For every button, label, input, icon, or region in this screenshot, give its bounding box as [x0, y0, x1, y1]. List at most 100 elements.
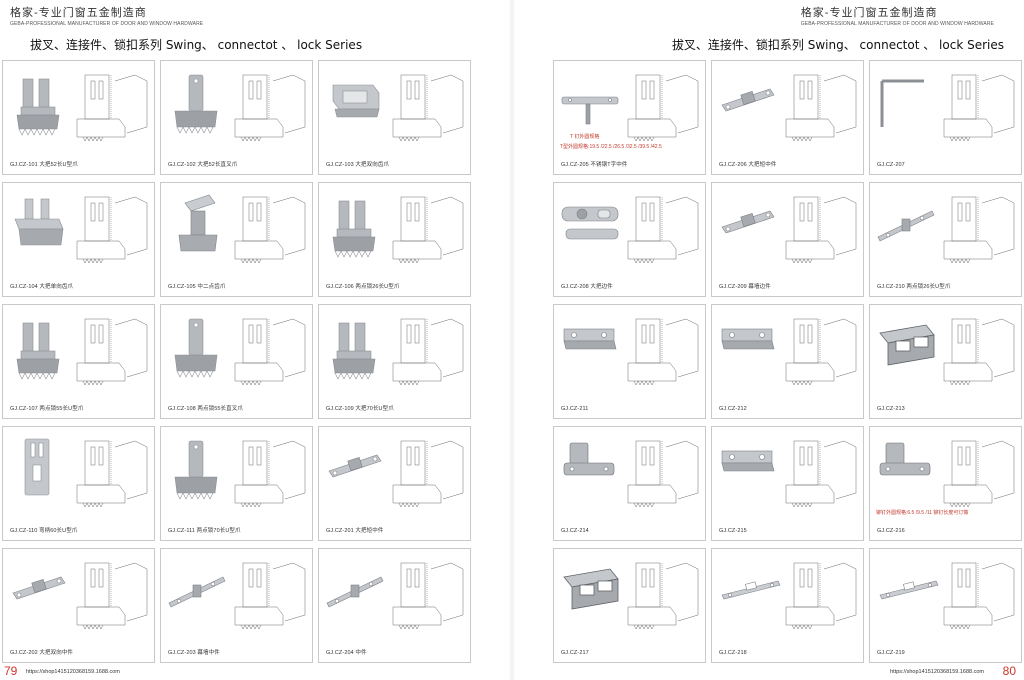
brand-header: 格家-专业门窗五金制造商 GEBA-PROFESSIONAL MANUFACTU…: [801, 4, 994, 27]
spec-note-label: T 钉外圆规格: [570, 134, 600, 140]
product-card[interactable]: GJ.CZ-204 中件: [318, 548, 471, 663]
product-card[interactable]: GJ.CZ-108 两点锁55长直叉爪: [160, 304, 313, 419]
product-card[interactable]: GJ.CZ-213: [869, 304, 1022, 419]
page-gutter: [509, 0, 515, 680]
product-card[interactable]: T 钉外圆规格 T型外圆规格:19.5 /22.5 /26.5 /32.5 /39…: [553, 60, 706, 175]
brand-name-en: GEBA-PROFESSIONAL MANUFACTURER OF DOOR A…: [800, 21, 994, 27]
product-code: GJ.CZ-102 大把52长直叉爪: [168, 162, 238, 168]
product-card[interactable]: GJ.CZ-207: [869, 60, 1022, 175]
connector-rail-icon: [326, 562, 464, 630]
product-code: GJ.CZ-214: [561, 528, 589, 534]
connector-rail-icon: [877, 196, 1015, 264]
brand-name-en: GEBA-PROFESSIONAL MANUFACTURER OF DOOR A…: [10, 21, 204, 27]
product-card[interactable]: 铆钉外圆规格:6.5 /9.5 /11 铆钉长度可订做 GJ.CZ-216: [869, 426, 1022, 541]
spec-note: 铆钉外圆规格:6.5 /9.5 /11 铆钉长度可订做: [876, 510, 969, 516]
product-card[interactable]: GJ.CZ-209 幕墙边件: [711, 182, 864, 297]
product-card[interactable]: GJ.CZ-106 两点锁26长U型爪: [318, 182, 471, 297]
product-code: GJ.CZ-107 两点锁55长U型爪: [10, 406, 84, 412]
single-claw-icon: [14, 196, 148, 264]
product-card[interactable]: GJ.CZ-219: [869, 548, 1022, 663]
spec-note: T型外圆规格:19.5 /22.5 /26.5 /32.5 /39.5 /42.…: [560, 144, 662, 150]
product-code: GJ.CZ-105 中二点齿爪: [168, 284, 226, 290]
product-card[interactable]: GJ.CZ-111 两点锁70长U型爪: [160, 426, 313, 541]
product-card[interactable]: GJ.CZ-206 大把短中件: [711, 60, 864, 175]
comb-claw-u-icon: [16, 74, 148, 142]
product-code: GJ.CZ-208 大把边件: [561, 284, 613, 290]
product-card[interactable]: GJ.CZ-210 两点锁26长U型爪: [869, 182, 1022, 297]
edge-piece-icon: [561, 196, 699, 264]
product-card[interactable]: GJ.CZ-109 大把70长U型爪: [318, 304, 471, 419]
comb-claw-straight-icon: [174, 74, 306, 142]
strike-plate-icon: [721, 562, 857, 630]
double-claw-icon: [332, 74, 464, 142]
lock-block-icon: [721, 440, 857, 508]
product-code: GJ.CZ-104 大把单向齿爪: [10, 284, 74, 290]
product-card[interactable]: GJ.CZ-105 中二点齿爪: [160, 182, 313, 297]
product-card[interactable]: GJ.CZ-103 大把双向齿爪: [318, 60, 471, 175]
product-code: GJ.CZ-204 中件: [326, 650, 367, 656]
brand-name-cn: 格家-专业门窗五金制造商: [10, 6, 147, 19]
product-code: GJ.CZ-211: [561, 406, 589, 412]
brand-header: 格家-专业门窗五金制造商 GEBA-PROFESSIONAL MANUFACTU…: [10, 4, 203, 27]
product-card[interactable]: GJ.CZ-202 大把双向中件: [2, 548, 155, 663]
product-code: GJ.CZ-210 两点锁26长U型爪: [877, 284, 951, 290]
product-code: GJ.CZ-219: [877, 650, 905, 656]
product-code: GJ.CZ-215: [719, 528, 747, 534]
keeper-plate-icon: [879, 440, 1015, 508]
product-code: GJ.CZ-212: [719, 406, 747, 412]
section-heading: 拔叉、连接件、锁扣系列 Swing、 connectot 、 lock Seri…: [671, 38, 1004, 52]
page-number: 79: [4, 664, 18, 678]
product-code: GJ.CZ-213: [877, 406, 905, 412]
mid-claw-icon: [178, 194, 306, 264]
product-card[interactable]: GJ.CZ-215: [711, 426, 864, 541]
connector-rail-icon: [168, 562, 306, 630]
connector-bar-icon: [12, 562, 148, 630]
page-number: 80: [1002, 664, 1016, 678]
product-code: GJ.CZ-209 幕墙边件: [719, 284, 771, 290]
product-card[interactable]: GJ.CZ-218: [711, 548, 864, 663]
connector-bar-icon: [721, 74, 857, 142]
product-code: GJ.CZ-110 弯柄60长U型爪: [10, 528, 78, 534]
product-code: GJ.CZ-202 大把双向中件: [10, 650, 74, 656]
box-keeper-icon: [879, 318, 1015, 386]
product-card[interactable]: GJ.CZ-104 大把单向齿爪: [2, 182, 155, 297]
comb-claw-u-icon: [332, 318, 464, 386]
product-grid: T 钉外圆规格 T型外圆规格:19.5 /22.5 /26.5 /32.5 /39…: [553, 60, 1022, 663]
comb-claw-straight-icon: [174, 440, 306, 508]
lock-block-icon: [563, 318, 699, 386]
product-code: GJ.CZ-109 大把70长U型爪: [326, 406, 394, 412]
product-code: GJ.CZ-205 不锈钢T字中件: [561, 162, 628, 168]
product-code: GJ.CZ-103 大把双向齿爪: [326, 162, 390, 168]
comb-claw-straight-icon: [174, 318, 306, 386]
shop-url[interactable]: https://shop1415120368159.1688.com: [890, 669, 984, 675]
product-code: GJ.CZ-201 大把短中件: [326, 528, 384, 534]
product-card[interactable]: GJ.CZ-107 两点锁55长U型爪: [2, 304, 155, 419]
product-card[interactable]: GJ.CZ-201 大把短中件: [318, 426, 471, 541]
product-card[interactable]: GJ.CZ-214: [553, 426, 706, 541]
connector-bar-icon: [721, 196, 857, 264]
comb-claw-u-icon: [332, 196, 464, 264]
keeper-plate-icon: [563, 440, 699, 508]
product-card[interactable]: GJ.CZ-203 幕墙中件: [160, 548, 313, 663]
connector-bar-icon: [328, 440, 464, 508]
section-heading: 拔叉、连接件、锁扣系列 Swing、 connectot 、 lock Seri…: [30, 38, 363, 52]
product-code: GJ.CZ-101 大把52长U型爪: [10, 162, 78, 168]
brand-name-cn: 格家-专业门窗五金制造商: [800, 6, 938, 19]
product-code: GJ.CZ-108 两点锁55长直叉爪: [168, 406, 243, 412]
product-code: GJ.CZ-217: [561, 650, 589, 656]
shop-url[interactable]: https://shop1415120368159.1688.com: [26, 669, 120, 675]
product-code: GJ.CZ-106 两点锁26长U型爪: [326, 284, 400, 290]
box-keeper-icon: [563, 562, 699, 630]
product-card[interactable]: GJ.CZ-208 大把边件: [553, 182, 706, 297]
product-card[interactable]: GJ.CZ-110 弯柄60长U型爪: [2, 426, 155, 541]
t-connector-icon: [561, 74, 699, 142]
product-card[interactable]: GJ.CZ-102 大把52长直叉爪: [160, 60, 313, 175]
product-code: GJ.CZ-111 两点锁70长U型爪: [168, 528, 241, 534]
product-code: GJ.CZ-207: [877, 162, 905, 168]
product-code: GJ.CZ-203 幕墙中件: [168, 650, 220, 656]
product-card[interactable]: GJ.CZ-217: [553, 548, 706, 663]
product-code: GJ.CZ-216: [877, 528, 905, 534]
product-card[interactable]: GJ.CZ-101 大把52长U型爪: [2, 60, 155, 175]
product-card[interactable]: GJ.CZ-211: [553, 304, 706, 419]
product-card[interactable]: GJ.CZ-212: [711, 304, 864, 419]
